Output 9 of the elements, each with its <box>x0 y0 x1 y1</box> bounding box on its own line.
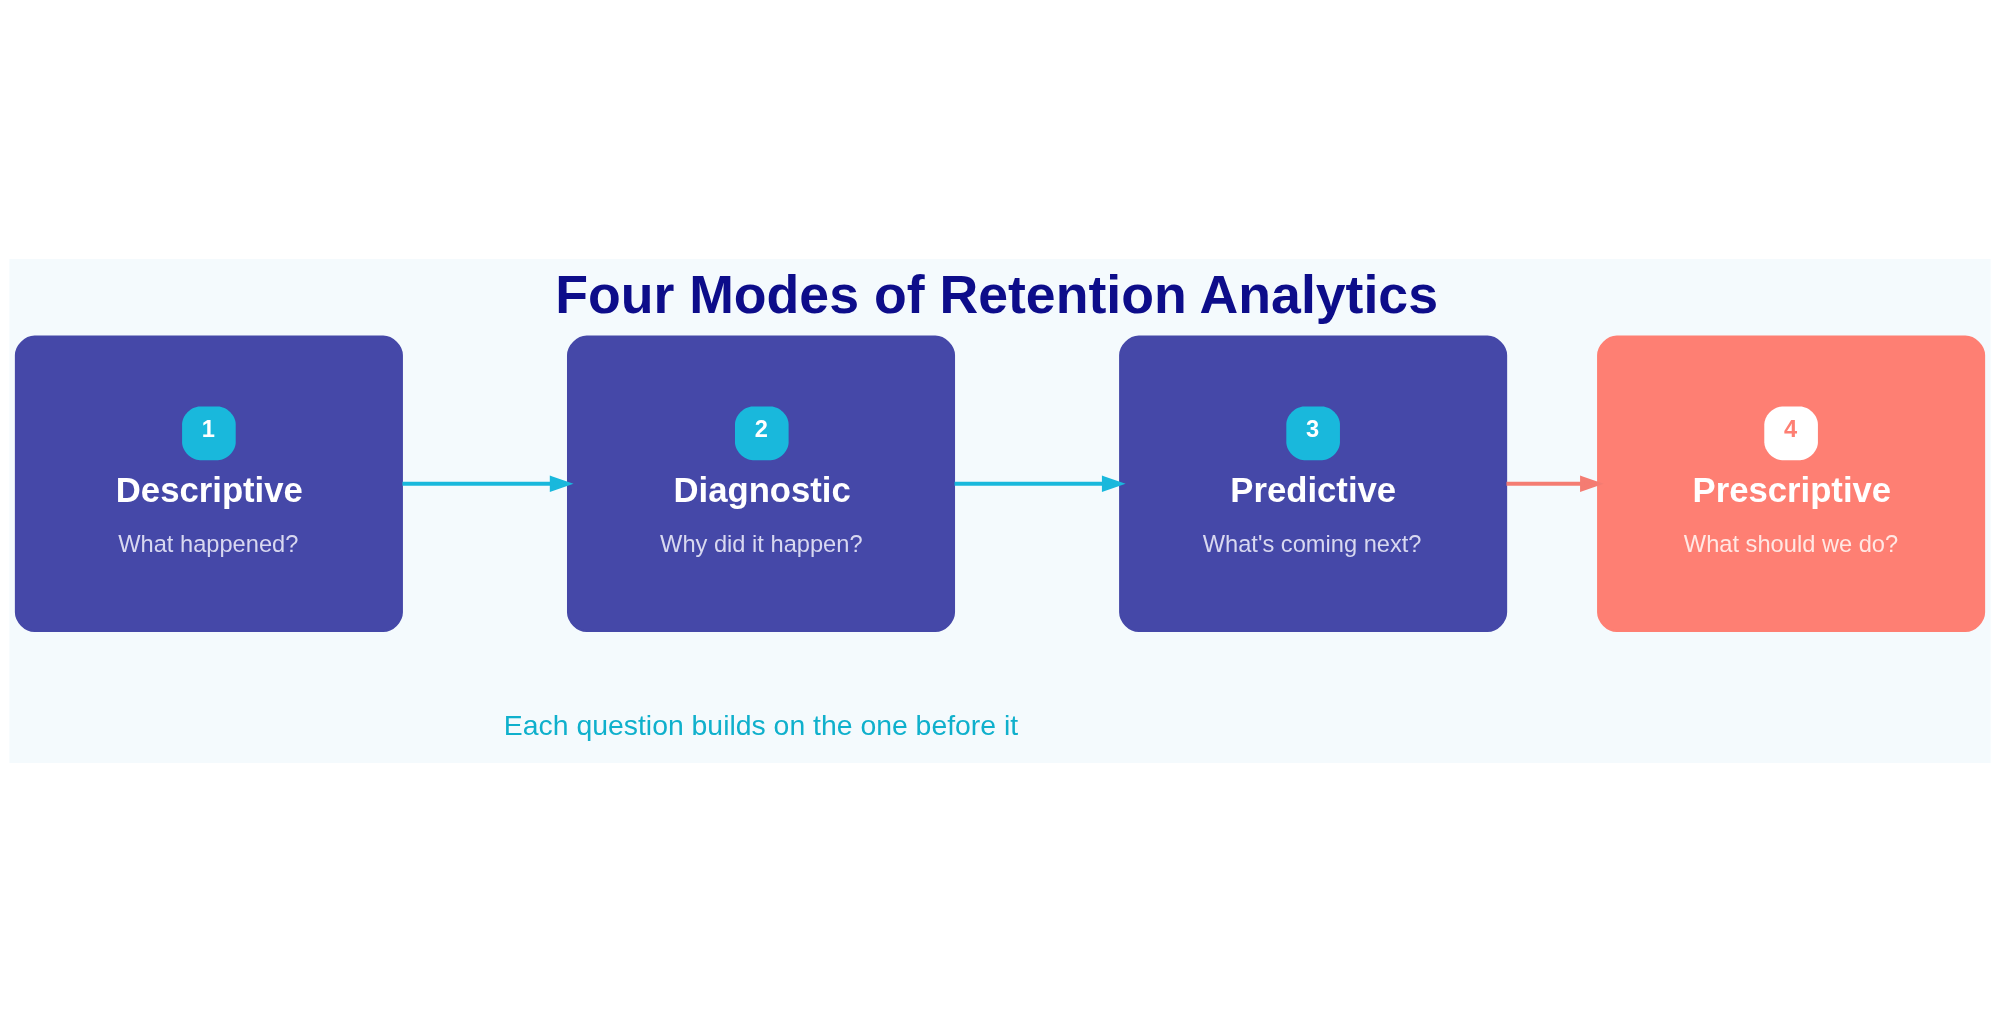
arrow <box>1506 475 1604 492</box>
arrow <box>402 475 574 492</box>
arrow <box>954 475 1126 492</box>
diagram-title: Four Modes of Retention Analytics <box>555 263 1439 324</box>
node-box: 1 Descriptive What happened? <box>14 335 403 632</box>
node-box: 3 Predictive What's coming next? <box>1119 335 1508 632</box>
node-box: 4 Prescriptive What should we do? <box>1597 335 1986 632</box>
node-box: 2 Diagnostic Why did it happen? <box>567 335 956 632</box>
caption: Each question builds on the one before it <box>503 708 1019 741</box>
